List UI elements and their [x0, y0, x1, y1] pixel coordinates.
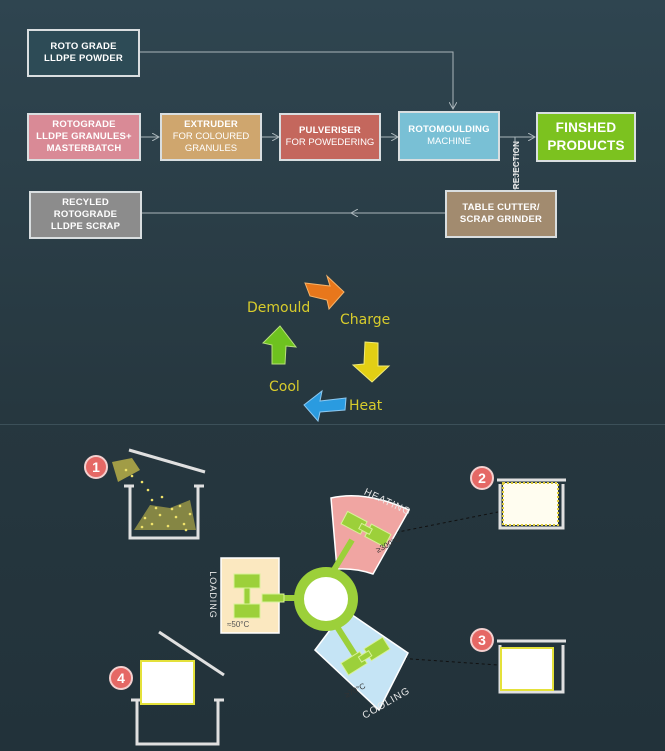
charge-heat-arrow-icon — [351, 341, 391, 383]
step-2-badge: 2 — [470, 466, 494, 490]
pulveriser-box: PULVERISER FOR POWEDERING — [279, 113, 381, 161]
pulveriser-title: PULVERISER — [298, 125, 361, 136]
cool-label: Cool — [269, 379, 300, 395]
cooled-mould-illustration — [497, 639, 566, 694]
charge-label: Charge — [340, 312, 391, 328]
extruder-title: EXTRUDER — [184, 119, 238, 130]
loading-temp: ≈50°C — [227, 620, 250, 629]
rotomoulding-sub: MACHINE — [427, 136, 471, 147]
loading-hopper-illustration — [112, 448, 206, 540]
scrap-line-2: LLDPE SCRAP — [50, 221, 121, 232]
section-divider — [0, 424, 665, 425]
powder-box: ROTO GRADE LLDPE POWDER — [27, 29, 140, 77]
finished-products-box: FINSHED PRODUCTS — [536, 112, 636, 162]
granules-line-3: MASTERBATCH — [46, 143, 122, 154]
finished-line-2: PRODUCTS — [547, 138, 625, 153]
heat-cool-arrow-icon — [303, 389, 347, 423]
granules-line-1: ROTOGRADE — [52, 119, 116, 130]
cool-demould-arrow-icon — [262, 325, 298, 365]
extruder-sub-2: GRANULES — [184, 143, 238, 154]
cutter-line-2: SCRAP GRINDER — [459, 214, 543, 225]
powder-line-1: ROTO GRADE — [50, 41, 117, 52]
step-3-badge: 3 — [470, 628, 494, 652]
extruder-sub-1: FOR COLOURED — [172, 131, 250, 142]
heat-label: Heat — [349, 398, 383, 414]
demould-charge-arrow-icon — [304, 274, 345, 311]
heated-mould-illustration — [497, 478, 566, 530]
pulveriser-sub: FOR POWEDERING — [285, 137, 375, 148]
finished-line-1: FINSHED — [555, 120, 617, 135]
cutter-line-1: TABLE CUTTER/ — [462, 202, 540, 213]
step-4-badge: 4 — [109, 666, 133, 690]
scrap-line-1: RECYLED ROTOGRADE — [53, 197, 118, 220]
demould-label: Demould — [247, 300, 311, 316]
cutter-box: TABLE CUTTER/ SCRAP GRINDER — [445, 190, 557, 238]
step-1-badge: 1 — [84, 455, 108, 479]
demould-station-illustration — [131, 630, 225, 746]
extruder-box: EXTRUDER FOR COLOURED GRANULES — [160, 113, 262, 161]
rotomoulding-box: ROTOMOULDING MACHINE — [398, 111, 500, 161]
rotomoulding-title: ROTOMOULDING — [408, 124, 490, 135]
scrap-box: RECYLED ROTOGRADE LLDPE SCRAP — [29, 191, 142, 239]
loading-label: LOADING — [208, 571, 218, 619]
granules-line-2: LLDPE GRANULES+ — [36, 131, 132, 142]
powder-line-2: LLDPE POWDER — [44, 53, 123, 64]
granules-box: ROTOGRADE LLDPE GRANULES+ MASTERBATCH — [27, 113, 141, 161]
